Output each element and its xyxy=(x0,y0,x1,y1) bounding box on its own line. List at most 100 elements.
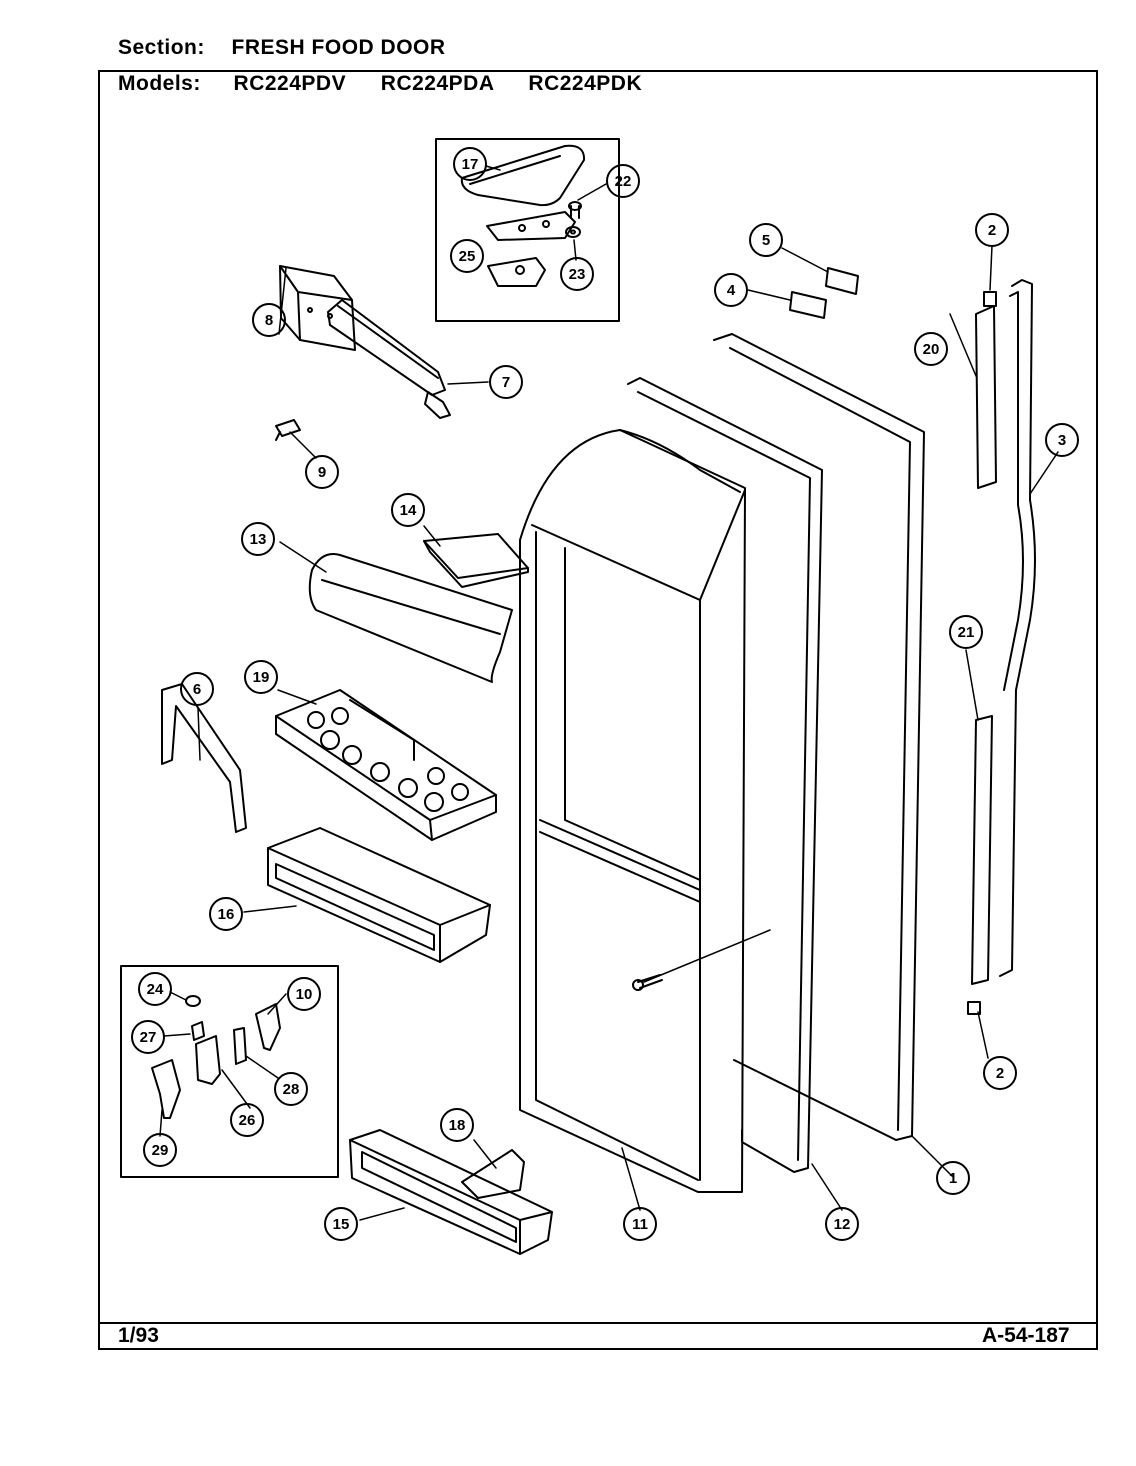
callout-13: 13 xyxy=(250,531,267,548)
callout-4-circle xyxy=(714,273,748,307)
callout-2a-circle xyxy=(975,213,1009,247)
hinge-kit-inset xyxy=(435,138,620,322)
callout-5: 5 xyxy=(762,232,770,249)
callout-10-circle xyxy=(287,977,321,1011)
screw xyxy=(632,974,663,991)
hinge-pin xyxy=(568,201,582,219)
callout-18: 18 xyxy=(449,1117,466,1134)
callout-10: 10 xyxy=(296,986,313,1003)
callout-9-circle xyxy=(305,455,339,489)
callout-23: 23 xyxy=(569,266,586,283)
door-handle xyxy=(999,279,1036,977)
top-hinge-cover xyxy=(460,144,586,207)
callout-3-circle xyxy=(1045,423,1079,457)
callout-6: 6 xyxy=(193,681,201,698)
cam-kit-parts xyxy=(151,995,281,1119)
dairy-cover xyxy=(308,553,513,683)
footer-date: 1/93 xyxy=(118,1324,159,1347)
callout-19-circle xyxy=(244,660,278,694)
callout-9: 9 xyxy=(318,464,326,481)
callout-17-circle xyxy=(453,147,487,181)
callout-14-circle xyxy=(391,493,425,527)
callout-2b-circle xyxy=(983,1056,1017,1090)
callout-5-circle xyxy=(749,223,783,257)
callout-22: 22 xyxy=(615,173,632,190)
callout-27-circle xyxy=(131,1020,165,1054)
callout-17: 17 xyxy=(462,156,479,173)
callout-1: 1 xyxy=(949,1170,957,1187)
callout-7-circle xyxy=(489,365,523,399)
callout-29: 29 xyxy=(152,1142,169,1159)
callout-20-circle xyxy=(914,332,948,366)
callout-2a: 2 xyxy=(988,222,996,239)
callout-16-circle xyxy=(209,897,243,931)
callout-12-circle xyxy=(825,1207,859,1241)
callout-14: 14 xyxy=(400,502,417,519)
callout-6-circle xyxy=(180,672,214,706)
model-1: RC224PDV xyxy=(233,72,347,95)
callout-15-circle xyxy=(324,1207,358,1241)
callout-16: 16 xyxy=(218,906,235,923)
callout-25-circle xyxy=(450,239,484,273)
callout-8-circle xyxy=(252,303,286,337)
callout-1-circle xyxy=(936,1161,970,1195)
models-heading: Models: RC224PDV RC224PDA RC224PDK xyxy=(118,72,642,96)
callout-2b: 2 xyxy=(996,1065,1004,1082)
bottom-bin xyxy=(349,1129,553,1255)
section-heading: Section: FRESH FOOD DOOR xyxy=(118,36,446,60)
outer-door-panel xyxy=(713,333,925,1141)
diagram-frame xyxy=(98,70,1098,1350)
hinge-washer xyxy=(565,226,581,238)
door-bin xyxy=(267,827,491,963)
door-gasket xyxy=(627,377,823,1173)
lower-trim-strip xyxy=(967,715,993,1015)
upper-trim-strip xyxy=(975,291,997,489)
clip xyxy=(275,419,301,441)
bin-bracket xyxy=(461,1149,525,1199)
callout-4: 4 xyxy=(727,282,736,299)
small-tray xyxy=(423,533,529,588)
top-hinge-plate xyxy=(486,211,576,241)
callout-numbers: 1 2 2 3 4 5 6 7 8 9 10 11 12 13 14 15 16… xyxy=(140,156,1067,1233)
callout-26-circle xyxy=(230,1103,264,1137)
callout-24-circle xyxy=(138,972,172,1006)
hinge-shim xyxy=(487,257,546,287)
callout-25: 25 xyxy=(459,248,476,265)
model-2: RC224PDA xyxy=(380,72,494,95)
model-3: RC224PDK xyxy=(528,72,643,95)
models-label: Models: xyxy=(118,72,201,95)
callout-22-circle xyxy=(606,164,640,198)
callout-21-circle xyxy=(949,615,983,649)
leader-lines xyxy=(159,165,1059,1221)
callout-24: 24 xyxy=(147,981,164,998)
switch-housing xyxy=(279,265,356,351)
callout-13-circle xyxy=(241,522,275,556)
egg-tray xyxy=(275,689,497,841)
callout-11-circle xyxy=(623,1207,657,1241)
callout-28-circle xyxy=(274,1072,308,1106)
footer-divider xyxy=(98,1322,1098,1324)
callout-29-circle xyxy=(143,1133,177,1167)
callout-15: 15 xyxy=(333,1216,350,1233)
section-value: FRESH FOOD DOOR xyxy=(231,36,446,59)
shelf-bracket xyxy=(161,683,247,833)
section-label: Section: xyxy=(118,36,205,59)
cam-kit-inset xyxy=(120,965,339,1178)
callout-28: 28 xyxy=(283,1081,300,1098)
callout-18-circle xyxy=(440,1108,474,1142)
lever-arm xyxy=(327,299,451,419)
callout-11: 11 xyxy=(632,1216,648,1233)
callout-27: 27 xyxy=(140,1029,157,1046)
callout-19: 19 xyxy=(253,669,270,686)
callout-circles xyxy=(131,147,1079,1241)
door-labels xyxy=(789,267,859,319)
callout-21: 21 xyxy=(958,624,975,641)
callout-20: 20 xyxy=(923,341,940,358)
door-liner xyxy=(519,429,746,1193)
callout-26: 26 xyxy=(239,1112,256,1129)
callout-3: 3 xyxy=(1058,432,1066,449)
callout-23-circle xyxy=(560,257,594,291)
callout-12: 12 xyxy=(834,1216,851,1233)
callout-8: 8 xyxy=(265,312,273,329)
